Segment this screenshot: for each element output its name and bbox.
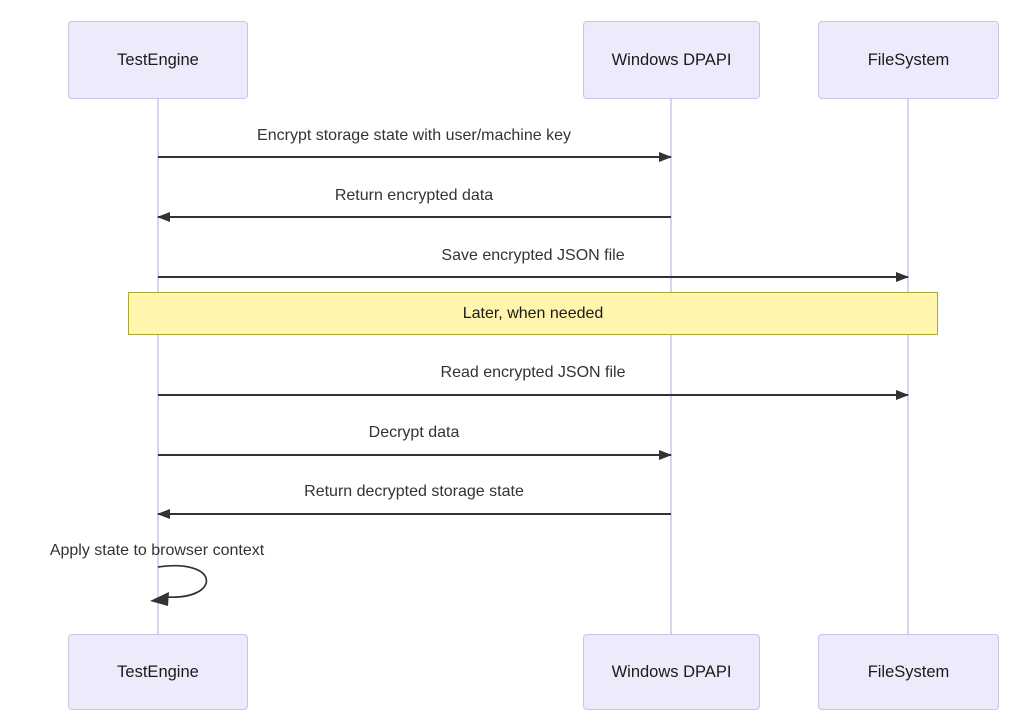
note-label: Later, when needed xyxy=(462,304,604,322)
arrow-line xyxy=(158,513,671,515)
actor-box-filesystem-top: FileSystem xyxy=(818,21,999,99)
arrowhead-left-icon xyxy=(157,508,170,519)
actor-label-filesystem: FileSystem xyxy=(867,662,950,681)
message-label-encrypt-storage-state: Encrypt storage state with user/machine … xyxy=(257,127,571,144)
arrowhead-right-icon xyxy=(659,449,672,460)
actor-box-windows-dpapi-bottom: Windows DPAPI xyxy=(583,634,760,710)
message-arrow-return-encrypted-data xyxy=(157,211,671,223)
message-arrow-read-encrypted-json xyxy=(158,389,909,401)
arrow-line xyxy=(158,276,908,278)
message-label-return-encrypted-data: Return encrypted data xyxy=(334,187,494,204)
note-box: Later, when needed xyxy=(128,292,938,335)
message-arrow-return-decrypted-state xyxy=(157,508,671,520)
arrowhead-left-icon xyxy=(157,211,170,222)
actor-box-windows-dpapi-top: Windows DPAPI xyxy=(583,21,760,99)
arrow-line xyxy=(158,394,908,396)
message-label-apply-state: Apply state to browser context xyxy=(49,542,265,559)
actor-label-testengine: TestEngine xyxy=(117,662,199,681)
actor-label-filesystem: FileSystem xyxy=(867,50,950,69)
actor-box-filesystem-bottom: FileSystem xyxy=(818,634,999,710)
self-loop-arrow-icon xyxy=(150,564,208,606)
actor-label-testengine: TestEngine xyxy=(117,50,199,69)
message-arrow-decrypt-data xyxy=(158,449,672,461)
message-label-save-encrypted-json: Save encrypted JSON file xyxy=(441,247,625,264)
lifeline-windows-dpapi xyxy=(670,99,672,634)
lifeline-testengine xyxy=(157,99,159,634)
arrowhead-right-icon xyxy=(896,271,909,282)
arrow-line xyxy=(158,216,671,218)
actor-label-windows-dpapi: Windows DPAPI xyxy=(611,662,732,681)
message-label-return-decrypted-state: Return decrypted storage state xyxy=(304,483,524,500)
actor-box-testengine-bottom: TestEngine xyxy=(68,634,248,710)
actor-box-testengine-top: TestEngine xyxy=(68,21,248,99)
lifeline-filesystem xyxy=(907,99,909,634)
arrow-line xyxy=(158,156,671,158)
actor-label-windows-dpapi: Windows DPAPI xyxy=(611,50,732,69)
arrowhead-right-icon xyxy=(659,151,672,162)
message-label-read-encrypted-json: Read encrypted JSON file xyxy=(440,364,626,381)
message-label-decrypt-data: Decrypt data xyxy=(368,424,460,441)
arrow-line xyxy=(158,454,671,456)
arrowhead-right-icon xyxy=(896,389,909,400)
message-arrow-encrypt-storage-state xyxy=(158,151,672,163)
message-arrow-save-encrypted-json xyxy=(158,271,909,283)
